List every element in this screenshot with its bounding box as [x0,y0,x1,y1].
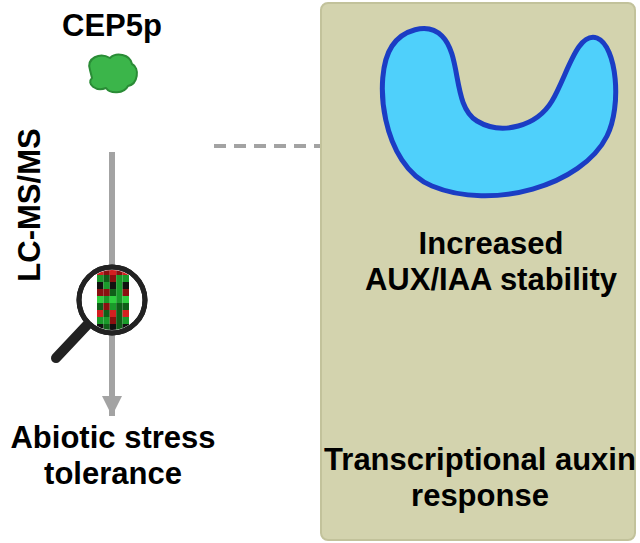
heatmap-cell [103,310,109,317]
outcome-text: Abiotic stress tolerance [2,420,224,491]
protein-node-outline [352,16,630,206]
heatmap-cell [123,296,129,303]
heatmap [97,268,129,331]
heatmap-cell [110,275,116,282]
heatmap-cell [123,289,129,296]
heatmap-cell [116,310,122,317]
heatmap-cell [123,282,129,289]
heatmap-cell [97,289,103,296]
magnifier-lens [79,267,145,333]
heatmap-cell [116,282,122,289]
pathway-panel: Increased AUX/IAA stabilityTranscription… [320,2,636,541]
heatmap-cell [110,282,116,289]
heatmap-cell [103,289,109,296]
heatmap-cell [116,296,122,303]
magnifier-handle [56,324,88,358]
node-text: CEP5p [12,8,212,44]
heatmap-cell [97,310,103,317]
heatmap-cell [103,296,109,303]
response-text: Transcriptional auxin response [322,442,638,513]
heatmap-cell [123,317,129,324]
protein-node-shape [382,29,615,196]
heatmap-cell [116,289,122,296]
heatmap-cell [103,275,109,282]
method-label: LC-MS/MS [12,128,48,281]
heatmap-cell [97,275,103,282]
heatmap-cell [97,303,103,310]
heatmap-cell [116,275,122,282]
heatmap-cell [110,317,116,324]
heatmap-cell [110,310,116,317]
heatmap-cell [103,303,109,310]
heatmap-cell [97,282,103,289]
peptide-node-outline [82,50,142,96]
heatmap-cell [103,317,109,324]
magnifier-rim [79,267,145,333]
heatmap-cell [110,324,116,331]
heatmap-cell [103,282,109,289]
protein-node: Increased AUX/IAA stability [352,16,630,297]
heatmap-cell [123,303,129,310]
heatmap-cell [116,317,122,324]
node-text: Abiotic stress tolerance [2,420,224,491]
heatmap-cell [116,303,122,310]
heatmap-cell [97,296,103,303]
heatmap-cell [110,289,116,296]
heatmap-cell [110,303,116,310]
heatmap-cell [123,275,129,282]
heatmap-cell [97,317,103,324]
node-text: Increased AUX/IAA stability [352,226,630,297]
heatmap-cell [123,310,129,317]
heatmap-cell [110,296,116,303]
peptide-node-shape [89,54,137,92]
node-text: Transcriptional auxin response [322,442,638,513]
